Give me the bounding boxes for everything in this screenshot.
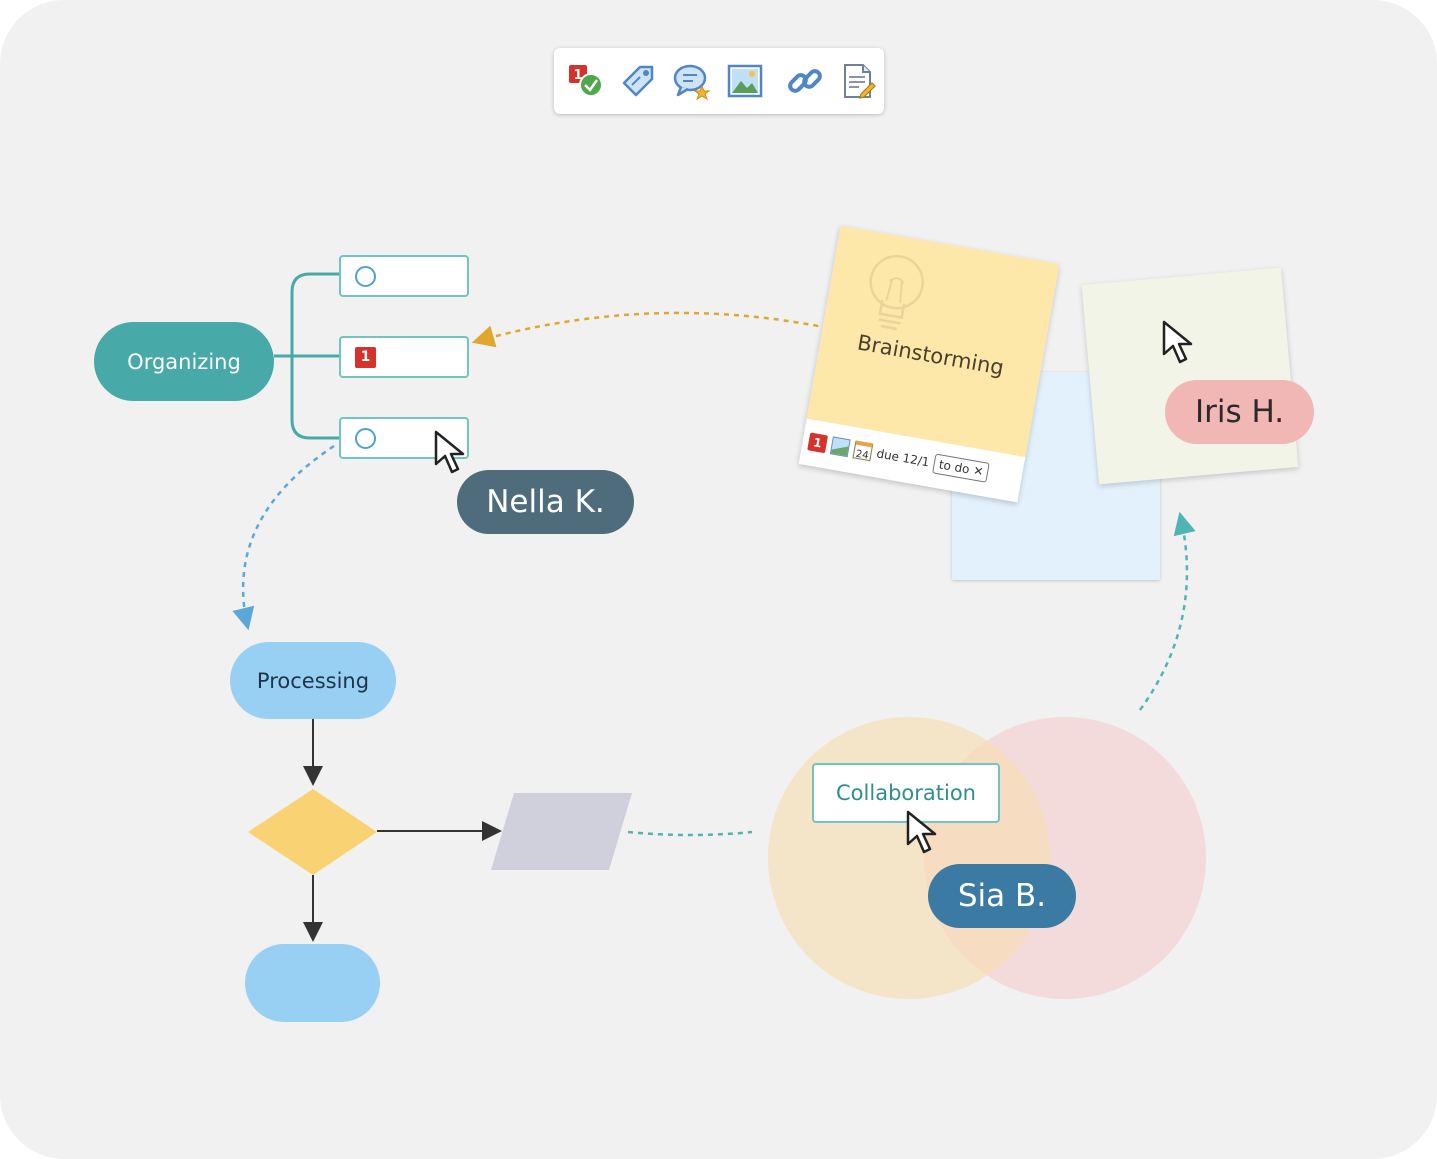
task-icon[interactable]: 1	[566, 61, 606, 101]
connector-brainstorm-to-organizing[interactable]	[471, 311, 829, 348]
collaborator-tag-sia: Sia B.	[928, 864, 1076, 928]
task-circle-icon[interactable]	[355, 266, 376, 287]
venn-label-collaboration[interactable]: Collaboration	[812, 763, 1000, 823]
comment-icon[interactable]	[671, 61, 711, 101]
svg-text:1: 1	[573, 68, 582, 83]
due-date-text: due 12/1	[875, 446, 931, 470]
flow-input-parallelogram[interactable]	[491, 793, 632, 870]
image-icon[interactable]	[829, 436, 851, 458]
link-icon[interactable]	[785, 61, 825, 101]
connector-collaboration-to-brainstorm[interactable]	[1138, 511, 1196, 711]
cursor-icon	[906, 810, 937, 854]
image-icon[interactable]	[725, 61, 765, 101]
sticky-note-brainstorming[interactable]: Brainstorming 1 24 due 12/1 to do ✕	[798, 225, 1060, 503]
close-icon[interactable]: ✕	[972, 463, 985, 479]
insert-toolbar: 1	[554, 48, 884, 114]
sticky-note-face: Brainstorming	[806, 225, 1060, 458]
calendar-icon: 24	[852, 440, 874, 462]
mindmap-task-box[interactable]	[339, 255, 469, 297]
mindmap-task-box[interactable]	[339, 417, 469, 459]
connector-processing-to-collaboration[interactable]	[627, 830, 753, 837]
sticky-note-title: Brainstorming	[855, 330, 1006, 380]
cursor-icon	[434, 430, 465, 474]
cursor-icon	[1162, 320, 1193, 364]
collaborator-tag-iris: Iris H.	[1165, 380, 1314, 444]
task-circle-icon[interactable]	[355, 428, 376, 449]
flowchart-start-processing[interactable]: Processing	[230, 642, 396, 719]
venn-circle-left[interactable]	[768, 717, 1050, 999]
priority-icon: 1	[355, 347, 376, 368]
todo-tag[interactable]: to do ✕	[932, 453, 990, 483]
flow-decision-diamond[interactable]	[248, 789, 377, 875]
sticky-note-green[interactable]	[1081, 267, 1299, 485]
mindmap-task-box[interactable]: 1	[339, 336, 469, 378]
priority-icon: 1	[807, 432, 829, 454]
collaborator-tag-nella: Nella K.	[457, 470, 634, 534]
mindmap-root-organizing[interactable]: Organizing	[94, 322, 274, 401]
tag-icon[interactable]	[618, 61, 658, 101]
note-icon[interactable]	[837, 61, 877, 101]
flowchart-end-terminal[interactable]	[245, 944, 380, 1022]
connector-organizing-to-processing[interactable]	[232, 444, 335, 631]
todo-tag-label: to do	[937, 457, 971, 477]
lightbulb-icon	[869, 254, 924, 331]
